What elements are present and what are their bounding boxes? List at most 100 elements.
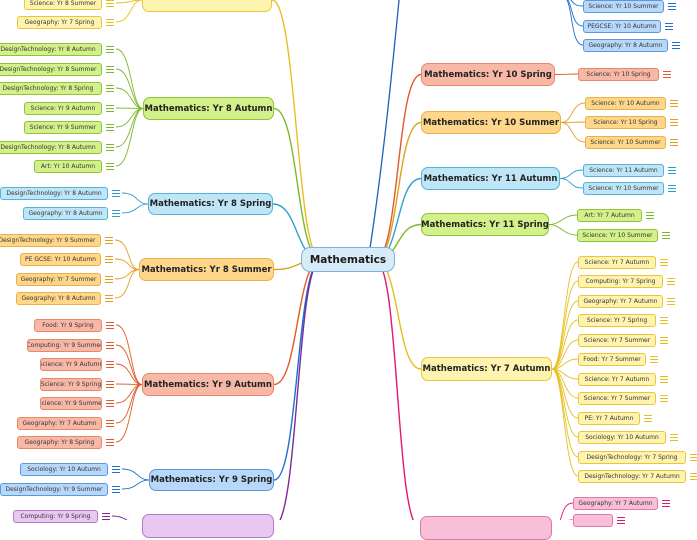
notes-icon[interactable] <box>106 0 114 8</box>
notes-icon[interactable] <box>660 376 668 384</box>
notes-icon[interactable] <box>106 361 114 369</box>
notes-icon[interactable] <box>112 210 120 218</box>
notes-icon[interactable] <box>106 381 114 389</box>
leaf-topic[interactable]: DesignTechnology: Yr 9 Summer <box>0 233 101 247</box>
leaf-topic[interactable]: Art: Yr 10 Autumn <box>34 159 102 173</box>
leaf-topic[interactable]: Geography: Yr 7 Autumn <box>17 416 102 430</box>
notes-icon[interactable] <box>662 232 670 240</box>
leaf-topic[interactable] <box>573 513 613 527</box>
notes-icon[interactable] <box>106 400 114 408</box>
notes-icon[interactable] <box>105 276 113 284</box>
root-topic[interactable]: Mathematics <box>301 247 395 272</box>
leaf-topic[interactable]: Science: Yr 9 Summer <box>24 120 102 134</box>
notes-icon[interactable] <box>660 337 668 345</box>
branch-y8spring[interactable]: Mathematics: Yr 8 Spring <box>148 193 273 215</box>
notes-icon[interactable] <box>690 454 697 462</box>
leaf-topic[interactable]: Food: Yr 7 Summer <box>578 352 646 366</box>
notes-icon[interactable] <box>106 342 114 350</box>
leaf-topic[interactable]: Geography: Yr 7 Summer <box>16 272 101 286</box>
leaf-topic[interactable]: Science: Yr 7 Autumn <box>578 372 656 386</box>
leaf-topic[interactable]: Sociology: Yr 10 Autumn <box>578 430 666 444</box>
notes-icon[interactable] <box>670 100 678 108</box>
branch-y7autumn[interactable]: Mathematics: Yr 7 Autumn <box>421 357 552 381</box>
notes-icon[interactable] <box>667 278 675 286</box>
notes-icon[interactable] <box>662 500 670 508</box>
leaf-topic[interactable]: Science: Yr 7 Autumn <box>578 255 656 269</box>
leaf-topic[interactable]: Science: Yr 10 Autumn <box>585 96 666 110</box>
notes-icon[interactable] <box>660 317 668 325</box>
notes-icon[interactable] <box>106 163 114 171</box>
leaf-topic[interactable]: Science: Yr 9 Summer <box>40 396 102 410</box>
notes-icon[interactable] <box>660 395 668 403</box>
leaf-topic[interactable]: DesignTechnology: Yr 8 Autumn <box>0 140 102 154</box>
notes-icon[interactable] <box>672 42 680 50</box>
notes-icon[interactable] <box>106 19 114 27</box>
leaf-topic[interactable]: Science: Yr 11 Autumn <box>583 163 664 177</box>
leaf-topic[interactable]: Geography: Yr 7 Autumn <box>573 496 658 510</box>
leaf-topic[interactable]: Science: Yr 9 Autumn <box>24 101 102 115</box>
notes-icon[interactable] <box>670 434 678 442</box>
branch-y7summer[interactable] <box>142 0 272 12</box>
leaf-topic[interactable]: Art: Yr 7 Autumn <box>577 208 642 222</box>
notes-icon[interactable] <box>112 486 120 494</box>
notes-icon[interactable] <box>106 439 114 447</box>
leaf-topic[interactable]: Geography: Yr 7 Spring <box>17 15 102 29</box>
leaf-topic[interactable]: DesignTechnology: Yr 8 Spring <box>0 81 102 95</box>
notes-icon[interactable] <box>106 144 114 152</box>
leaf-topic[interactable]: Science: Yr 9 Spring <box>40 377 102 391</box>
branch-y10summer[interactable]: Mathematics: Yr 10 Summer <box>421 111 561 134</box>
leaf-topic[interactable]: DesignTechnology: Yr 9 Summer <box>0 482 108 496</box>
branch-y10spring[interactable]: Mathematics: Yr 10 Spring <box>421 63 555 86</box>
leaf-topic[interactable]: Science: Yr 7 Spring <box>578 313 656 327</box>
leaf-topic[interactable]: Geography: Yr 8 Autumn <box>23 206 108 220</box>
branch-y8summer[interactable]: Mathematics: Yr 8 Summer <box>139 258 274 281</box>
notes-icon[interactable] <box>112 466 120 474</box>
leaf-topic[interactable]: Computing: Yr 7 Spring <box>578 274 663 288</box>
branch-y8autumn[interactable]: Mathematics: Yr 8 Autumn <box>143 97 274 120</box>
leaf-topic[interactable]: Geography: Yr 8 Autumn <box>16 291 101 305</box>
leaf-topic[interactable]: Science: Yr 10 Summer <box>585 135 666 149</box>
leaf-topic[interactable]: PE: Yr 7 Autumn <box>578 411 640 425</box>
notes-icon[interactable] <box>106 105 114 113</box>
notes-icon[interactable] <box>617 517 625 525</box>
leaf-topic[interactable]: PEGCSE: Yr 10 Autumn <box>583 19 661 33</box>
notes-icon[interactable] <box>106 66 114 74</box>
notes-icon[interactable] <box>660 259 668 267</box>
branch-y11spring[interactable]: Mathematics: Yr 11 Spring <box>421 213 549 236</box>
notes-icon[interactable] <box>670 119 678 127</box>
notes-icon[interactable] <box>105 295 113 303</box>
leaf-topic[interactable]: Science: Yr 9 Autumn <box>40 357 102 371</box>
leaf-topic[interactable]: Science: Yr 10 Spring <box>585 115 666 129</box>
branch-y9autumn[interactable]: Mathematics: Yr 9 Autumn <box>142 373 274 396</box>
leaf-topic[interactable]: DesignTechnology: Yr 7 Spring <box>578 450 686 464</box>
leaf-topic[interactable]: Science: Yr 10 Spring <box>578 67 659 81</box>
notes-icon[interactable] <box>668 3 676 11</box>
notes-icon[interactable] <box>667 298 675 306</box>
leaf-topic[interactable]: DesignTechnology: Yr 7 Autumn <box>578 469 686 483</box>
branch-y9summer[interactable] <box>142 514 274 538</box>
leaf-topic[interactable]: Science: Yr 8 Summer <box>24 0 102 10</box>
notes-icon[interactable] <box>105 256 113 264</box>
branch-y9spring[interactable]: Mathematics: Yr 9 Spring <box>149 469 274 491</box>
notes-icon[interactable] <box>650 356 658 364</box>
notes-icon[interactable] <box>106 46 114 54</box>
notes-icon[interactable] <box>644 415 652 423</box>
notes-icon[interactable] <box>668 167 676 175</box>
leaf-topic[interactable]: Science: Yr 10 Summer <box>577 228 658 242</box>
notes-icon[interactable] <box>106 124 114 132</box>
leaf-topic[interactable]: DesignTechnology: Yr 8 Autumn <box>0 186 108 200</box>
leaf-topic[interactable]: Science: Yr 7 Summer <box>578 333 656 347</box>
notes-icon[interactable] <box>102 513 110 521</box>
notes-icon[interactable] <box>112 190 120 198</box>
leaf-topic[interactable]: Science: Yr 7 Summer <box>578 391 656 405</box>
leaf-topic[interactable]: Science: Yr 10 Summer <box>583 0 664 13</box>
leaf-topic[interactable]: Computing: Yr 9 Summer <box>27 338 102 352</box>
notes-icon[interactable] <box>670 139 678 147</box>
leaf-topic[interactable]: Geography: Yr 8 Autumn <box>583 38 668 52</box>
notes-icon[interactable] <box>668 185 676 193</box>
leaf-topic[interactable]: PE GCSE: Yr 10 Autumn <box>20 252 101 266</box>
leaf-topic[interactable]: Food: Yr 9 Spring <box>34 318 102 332</box>
notes-icon[interactable] <box>106 420 114 428</box>
notes-icon[interactable] <box>665 23 673 31</box>
leaf-topic[interactable]: DesignTechnology: Yr 8 Autumn <box>0 42 102 56</box>
